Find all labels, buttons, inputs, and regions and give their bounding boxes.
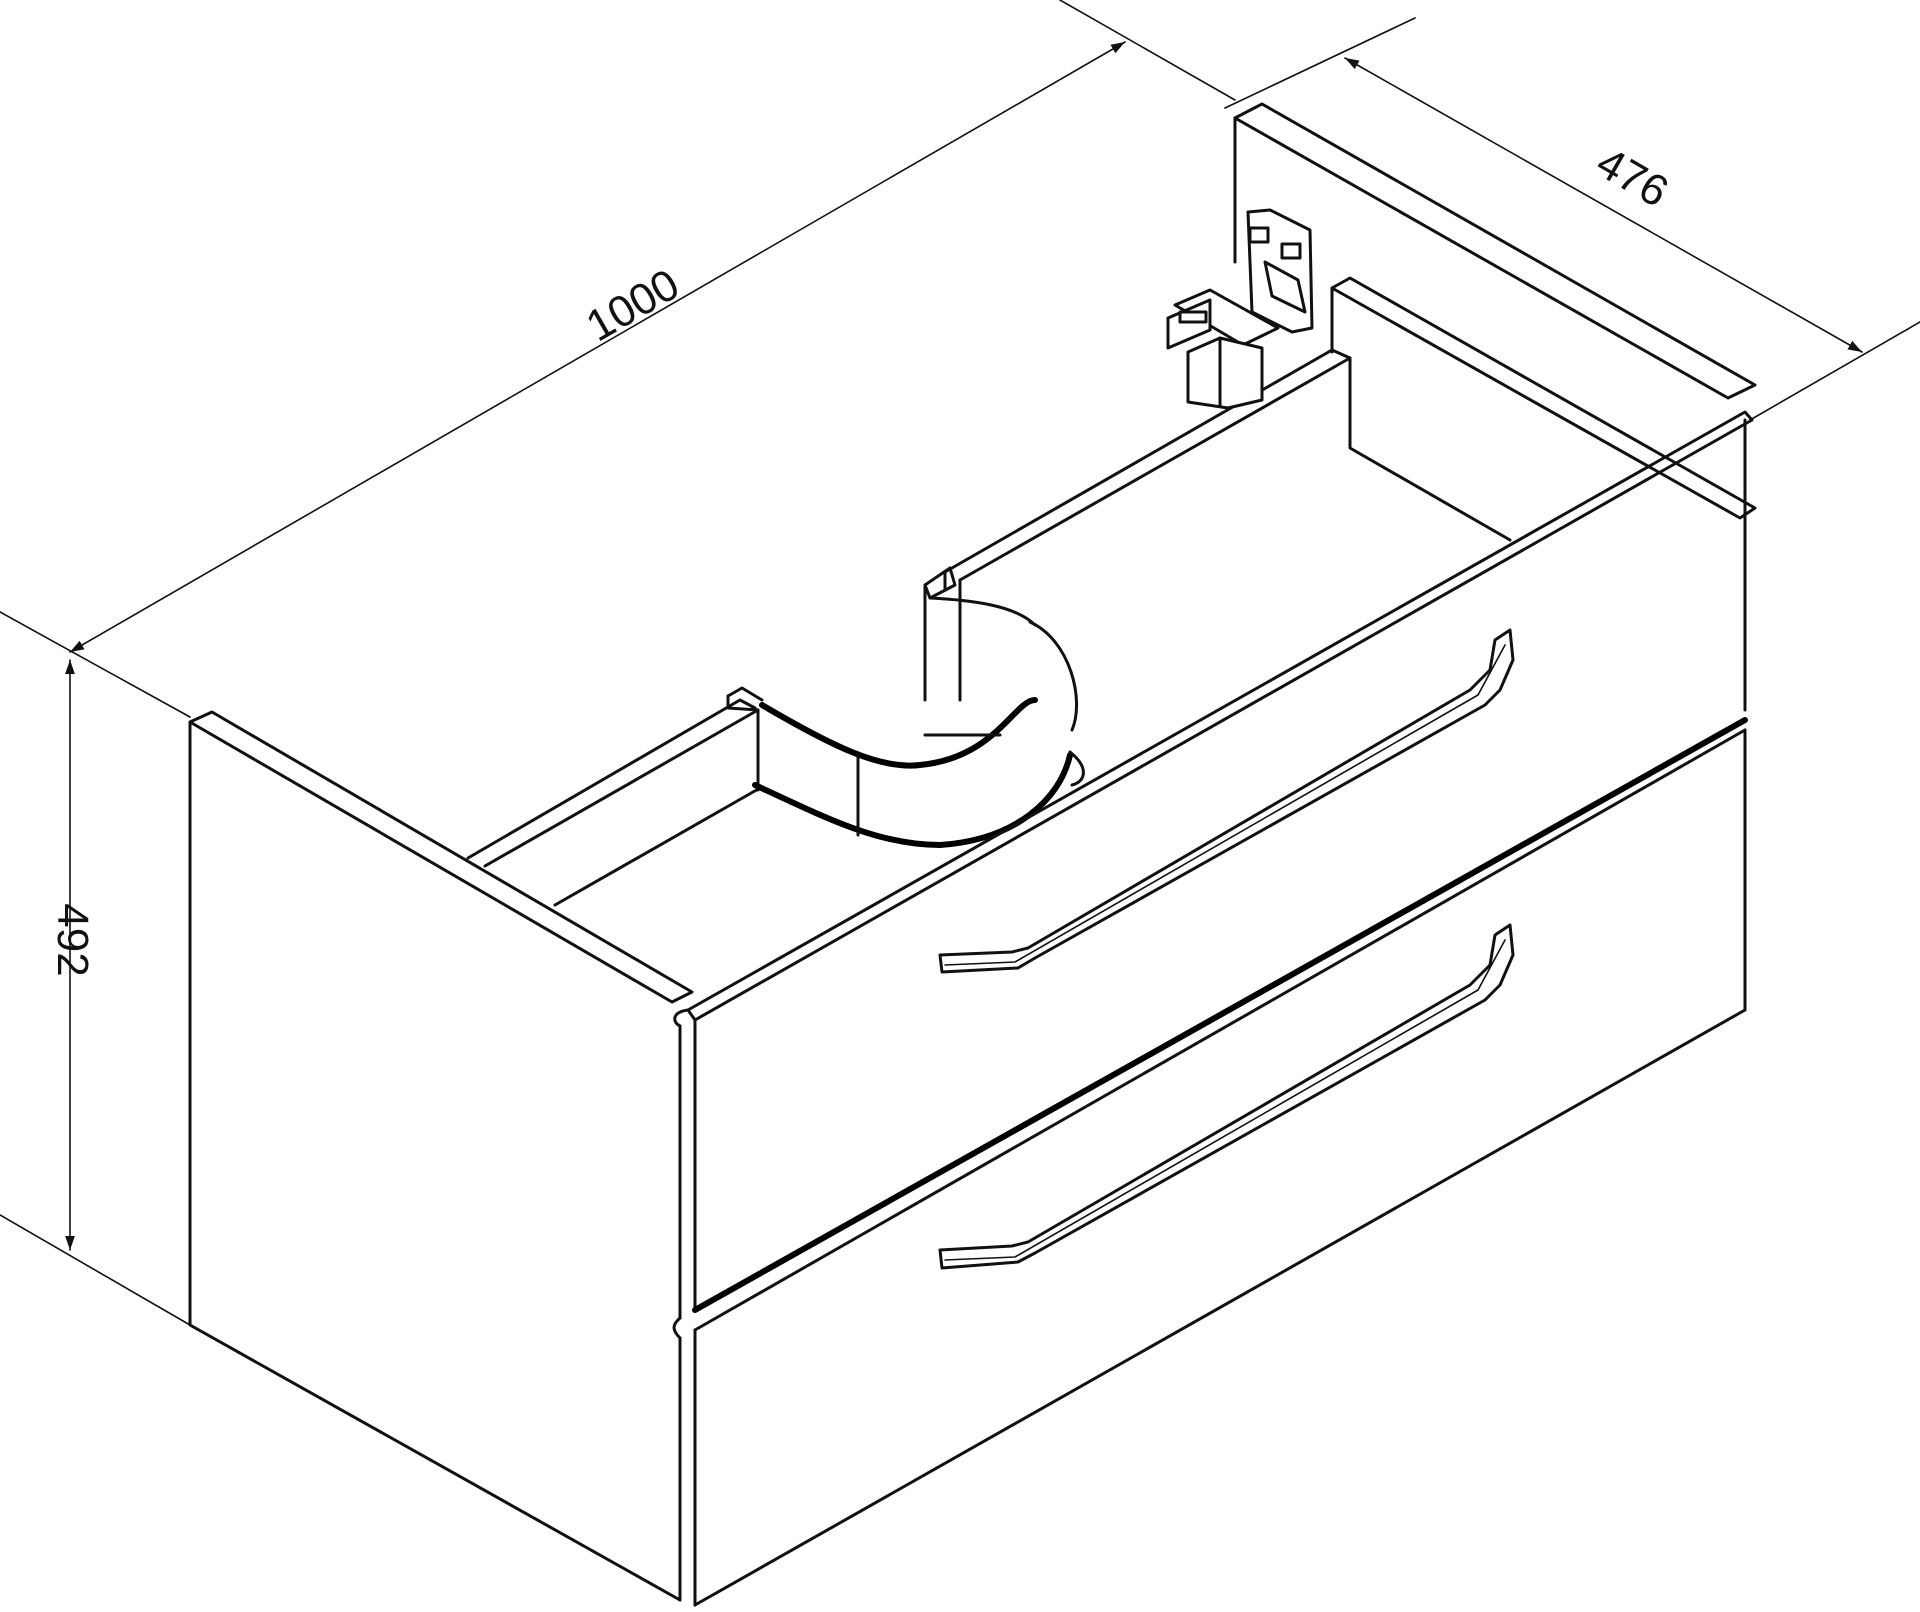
left-drawer-floor-edge — [553, 786, 762, 907]
top-drawer-handle-highlight — [944, 644, 1506, 966]
left-partition-tab — [726, 686, 764, 702]
bracket-screw-side — [1280, 242, 1302, 260]
right-panel-top-edge — [1330, 276, 1757, 520]
cabinet-top-front-edge — [686, 410, 1754, 1022]
top-drawer-bottom-edge — [692, 717, 1748, 1313]
siphon-rim — [1068, 750, 1085, 787]
depth-extension-line-top — [1224, 17, 1416, 109]
bottom-drawer-handle[interactable] — [938, 923, 1515, 1270]
bottom-drawer[interactable] — [672, 728, 1747, 1607]
width-dimension-line — [69, 41, 1126, 653]
left-drawer-inner-wall-lower — [483, 708, 760, 868]
left-panel-top-edge — [188, 710, 694, 1004]
bracket-block — [1186, 336, 1264, 410]
rear-inner-wall-top — [943, 348, 1352, 574]
left-partition-top — [726, 694, 760, 712]
left-drawer-inner-wall — [466, 698, 757, 860]
siphon-cutout-top-curve — [928, 596, 1037, 627]
left-panel-outline — [188, 720, 682, 1602]
bracket-screw-top — [1248, 226, 1270, 244]
bottom-drawer-top-edge — [693, 728, 1747, 1332]
height-label: 492 — [48, 903, 97, 976]
height-extension-line-bottom — [0, 1214, 191, 1326]
siphon-cutout-curve — [1028, 620, 1079, 732]
width-extension-line-right — [1059, 0, 1236, 101]
cabinet-body — [188, 102, 1757, 1602]
bracket-slot — [1178, 310, 1208, 324]
top-drawer[interactable] — [678, 418, 1748, 1320]
width-dimension: 1000 — [0, 0, 1236, 718]
depth-extension-line-bottom — [1749, 321, 1920, 421]
bottom-drawer-corner — [672, 1316, 682, 1340]
right-partition-tab — [923, 566, 957, 600]
height-dimension: 492 — [0, 659, 191, 1326]
width-extension-line-left — [0, 611, 191, 718]
bracket-hook — [1263, 260, 1307, 314]
bottom-drawer-handle-highlight — [944, 939, 1506, 1261]
siphon-cutout-bottom-edge — [752, 752, 1073, 848]
mounting-bracket — [1166, 208, 1314, 410]
bottom-drawer-bottom-edge — [693, 1008, 1747, 1607]
siphon-cutout-rear-edge — [759, 697, 1038, 769]
depth-dimension: 476 — [1224, 17, 1920, 421]
rear-inner-wall-top-inner — [958, 356, 1352, 582]
front-corner-round — [673, 1008, 690, 1028]
rear-inner-wall-side — [1348, 356, 1512, 542]
width-label: 1000 — [578, 260, 687, 351]
top-drawer-handle[interactable] — [938, 628, 1515, 974]
depth-label: 476 — [1588, 138, 1676, 217]
back-panel-top-edge — [1233, 102, 1757, 400]
depth-dimension-line — [1344, 57, 1863, 353]
